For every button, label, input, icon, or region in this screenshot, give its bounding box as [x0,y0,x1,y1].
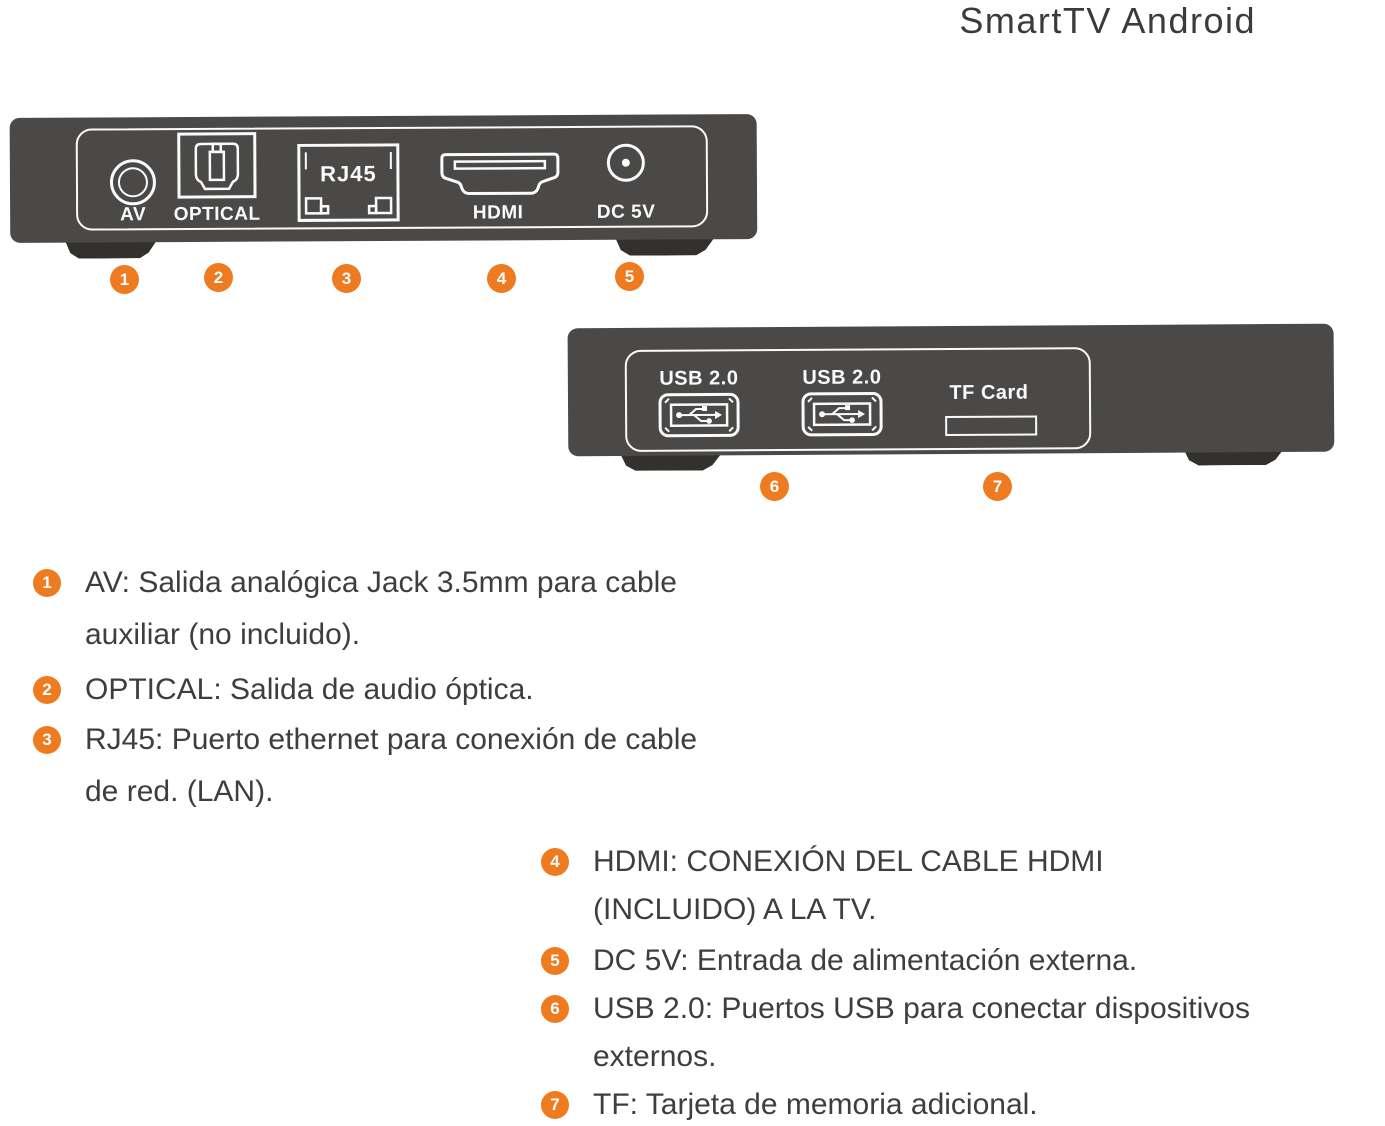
device-back-panel: AV OPTICAL RJ45 [9,114,758,263]
dc-jack-icon [606,143,645,182]
legend-line: DC 5V: Entrada de alimentación externa. [593,944,1138,977]
legend-line: HDMI: CONEXIÓN DEL CABLE HDMI [593,845,1104,878]
svg-text:RJ45: RJ45 [320,161,377,186]
legend-line: USB 2.0: Puertos USB para conectar dispo… [593,992,1250,1025]
legend-badge-6: 6 [541,995,569,1023]
callout-badge-6: 6 [760,472,789,501]
legend-line: TF: Tarjeta de memoria adicional. [593,1088,1038,1121]
legend-line: de red. (LAN). [85,775,274,808]
legend-line: (INCLUIDO) A LA TV. [593,893,877,926]
legend-line: OPTICAL: Salida de audio óptica. [85,673,534,706]
ethernet-port-icon: RJ45 [297,143,400,222]
device-side-panel: USB 2.0 USB 2.0 [567,323,1335,477]
legend-badge-1: 1 [33,569,61,597]
optical-port-icon [177,132,257,199]
callout-badge-2: 2 [204,263,233,292]
legend-badge-4: 4 [541,848,569,876]
callout-badge-7: 7 [983,472,1012,501]
callout-badge-5: 5 [615,262,644,291]
tf-card-label: TF Card [949,381,1029,405]
hdmi-port-label: HDMI [472,202,524,224]
usb-port-icon [801,391,883,437]
page-title: SmartTV Android [959,0,1256,41]
callout-badge-3: 3 [332,264,361,293]
legend-badge-7: 7 [541,1091,569,1119]
dc-port-label: DC 5V [596,201,656,223]
legend-badge-2: 2 [33,676,61,704]
av-jack-icon [109,159,157,206]
legend-line: auxiliar (no incluido). [85,618,361,651]
tf-slot-icon [945,415,1038,437]
side-panel-body: USB 2.0 USB 2.0 [567,323,1335,457]
back-panel-body: AV OPTICAL RJ45 [9,114,758,243]
usb1-port-label: USB 2.0 [659,367,739,390]
usb2-port-label: USB 2.0 [802,366,882,389]
legend-line: RJ45: Puerto ethernet para conexión de c… [85,723,698,756]
usb-port-icon [658,392,740,438]
legend-badge-3: 3 [33,726,61,754]
legend-badge-5: 5 [541,947,569,975]
callout-badge-4: 4 [487,264,516,293]
optical-port-label: OPTICAL [173,203,261,226]
callout-badge-1: 1 [110,265,139,294]
legend-line: externos. [593,1040,717,1073]
hdmi-port-icon [440,152,560,196]
legend-line: AV: Salida analógica Jack 3.5mm para cab… [85,566,677,599]
